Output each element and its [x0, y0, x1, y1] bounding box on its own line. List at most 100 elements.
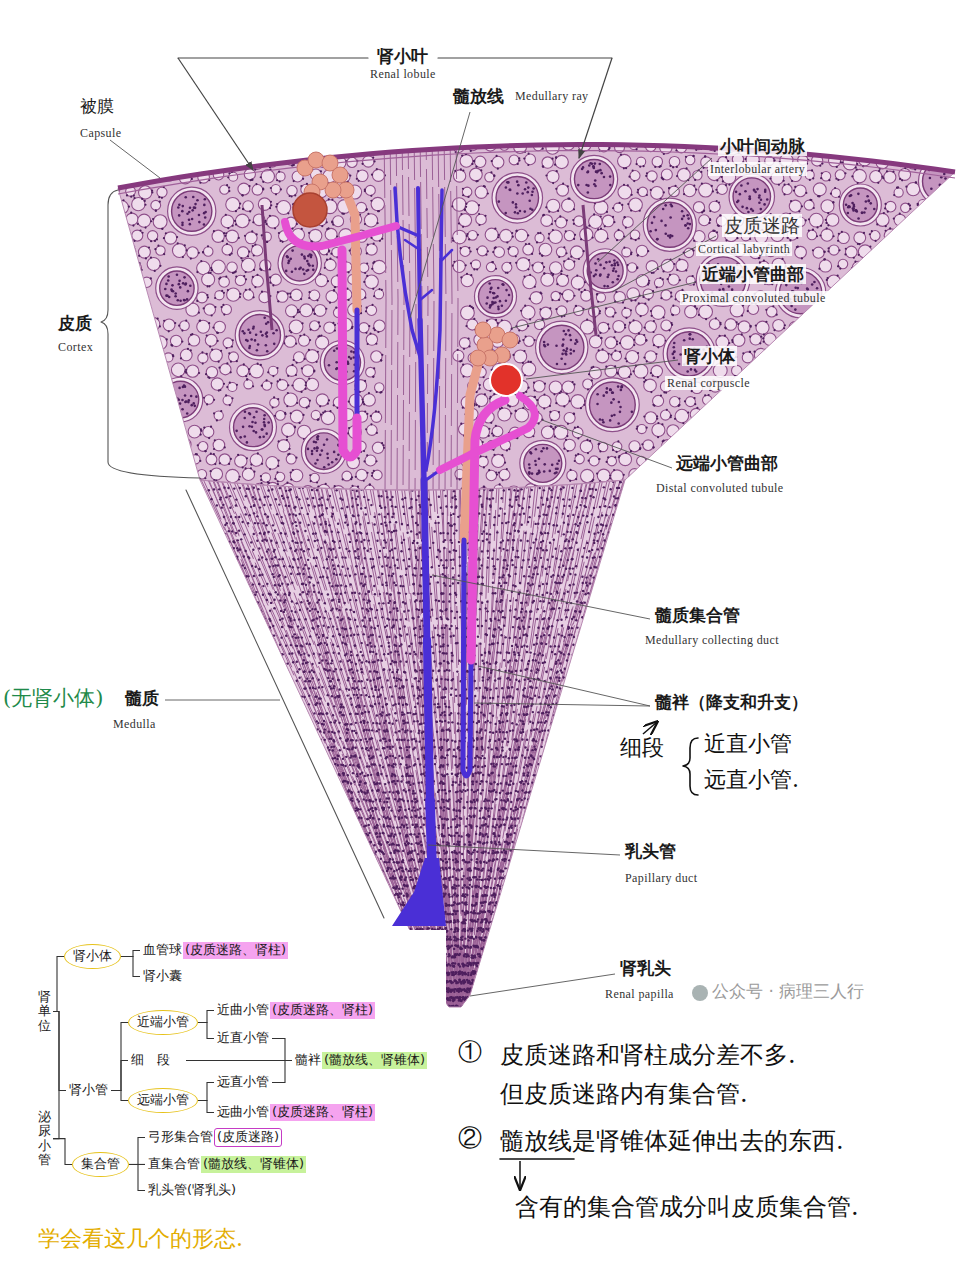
tubule-section [163, 139, 174, 150]
nucleus [891, 246, 893, 248]
tubule-section [702, 244, 712, 254]
nucleus [924, 256, 926, 258]
tubule-section [917, 292, 929, 304]
tubule-section [485, 228, 498, 241]
tubule-section [453, 350, 464, 361]
nucleus [621, 204, 623, 206]
tubule-section [757, 379, 769, 391]
tubule-section [838, 232, 850, 244]
tubule-section [755, 230, 768, 243]
tubule-section [924, 426, 936, 438]
tubule-section [789, 200, 801, 212]
tubule-section [886, 380, 898, 392]
nucleus [905, 241, 907, 243]
nucleus [207, 245, 209, 247]
nucleus [133, 195, 135, 197]
nucleus [531, 253, 533, 255]
nucleus [291, 195, 293, 197]
nucleus [278, 170, 280, 172]
nucleus [506, 272, 508, 274]
tubule-section [854, 232, 866, 244]
nucleus [238, 207, 240, 209]
tubule-section [371, 412, 382, 423]
nucleus [460, 247, 462, 249]
nucleus [886, 170, 888, 172]
tubule-section [202, 273, 215, 286]
tubule-section [567, 470, 577, 480]
tubule-section [374, 290, 383, 299]
tubule-section [114, 228, 126, 240]
nucleus [791, 180, 793, 182]
tubule-section [893, 307, 904, 318]
tubule-section [270, 274, 281, 285]
nucleus [838, 233, 840, 235]
tubule-section [138, 214, 151, 227]
nucleus [781, 229, 783, 231]
nucleus [826, 227, 828, 229]
tubule-section [798, 457, 807, 466]
tubule-section [372, 169, 384, 181]
tubule-section [699, 305, 713, 319]
nucleus [207, 142, 209, 144]
nucleus [188, 157, 190, 159]
tubule-section [636, 274, 649, 287]
tubule-section [316, 394, 328, 406]
nucleus [245, 271, 247, 273]
tubule-section [934, 471, 944, 481]
nucleus [951, 138, 953, 140]
nucleus [948, 223, 950, 225]
nucleus [758, 161, 760, 163]
tubule-section [252, 184, 263, 195]
tubule-section [613, 320, 625, 332]
nucleus [818, 144, 820, 146]
tubule-section [372, 470, 382, 480]
nucleus [685, 167, 687, 169]
tubule-section [877, 424, 890, 437]
nucleus [625, 227, 627, 229]
tubule-section [309, 290, 320, 301]
tubule-section [206, 155, 216, 165]
tubule-section [835, 290, 846, 301]
nucleus [117, 179, 119, 181]
nucleus [790, 200, 792, 202]
tubule-section [899, 228, 912, 241]
nucleus [328, 250, 330, 252]
nucleus [823, 250, 825, 252]
nucleus [462, 194, 464, 196]
tubule-section [942, 304, 952, 314]
nucleus [527, 268, 529, 270]
tubule-section [596, 350, 609, 363]
nucleus [497, 168, 499, 170]
nucleus [616, 239, 618, 241]
nucleus [617, 229, 619, 231]
tubule-section [923, 396, 934, 407]
nucleus [917, 243, 919, 245]
tubule-section [829, 307, 838, 316]
nucleus [167, 170, 169, 172]
nucleus [470, 250, 472, 252]
nucleus [493, 175, 495, 177]
nucleus [940, 262, 942, 264]
nucleus [563, 260, 565, 262]
tubule-section [514, 350, 527, 363]
nucleus [820, 225, 822, 227]
nucleus [331, 221, 333, 223]
nucleus [537, 232, 539, 234]
nucleus [893, 217, 895, 219]
tubule-section [132, 230, 143, 241]
tubule-section [564, 230, 574, 240]
nucleus [205, 156, 207, 158]
nucleus [140, 172, 142, 174]
nucleus [892, 171, 894, 173]
nucleus [109, 149, 111, 151]
tubule-section [122, 154, 133, 165]
tubule-section [133, 288, 145, 300]
tubule-section [555, 155, 568, 168]
nucleus [877, 260, 879, 262]
nucleus [566, 219, 568, 221]
nucleus [328, 198, 330, 200]
nucleus [683, 193, 685, 195]
tubule-section [636, 303, 649, 316]
nucleus [310, 240, 312, 242]
nucleus [908, 240, 910, 242]
